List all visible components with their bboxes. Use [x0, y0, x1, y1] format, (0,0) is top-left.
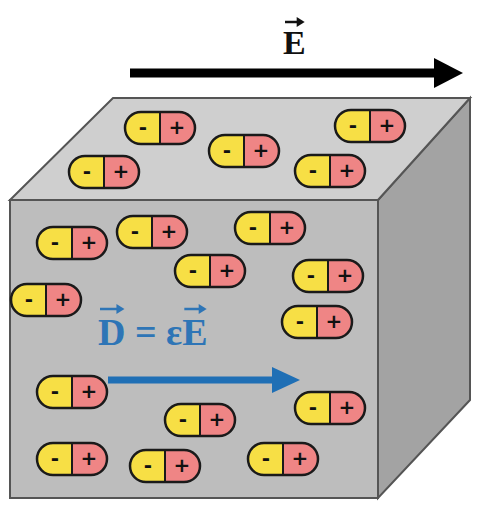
charge-sign: -	[51, 232, 59, 252]
dipole-divider	[243, 135, 245, 167]
dipole-divider	[45, 284, 47, 316]
charge-sign: -	[144, 455, 152, 475]
dipole-divider	[316, 306, 318, 338]
dipole	[282, 306, 352, 338]
dipole-divider	[71, 227, 73, 259]
charge-sign: +	[279, 217, 296, 237]
dipole-divider	[369, 110, 371, 142]
dipole-outline	[11, 284, 81, 316]
charge-sign: +	[161, 221, 178, 241]
dipole	[335, 110, 405, 142]
charge-sign: -	[189, 260, 197, 280]
dipole	[130, 450, 200, 482]
charge-sign: +	[253, 140, 270, 160]
field-arrow	[130, 69, 440, 78]
charge-sign: +	[209, 409, 226, 429]
charge-sign: -	[51, 448, 59, 468]
charge-sign: -	[139, 117, 147, 137]
dipole-divider	[209, 255, 211, 287]
dipole	[117, 216, 187, 248]
dipole-divider	[329, 155, 331, 187]
dipole-divider	[269, 212, 271, 244]
dipole-divider	[327, 260, 329, 292]
dipole-outline	[37, 443, 107, 475]
dipole-outline	[235, 212, 305, 244]
charge-sign: -	[179, 409, 187, 429]
charge-sign: -	[307, 265, 315, 285]
dipole	[125, 112, 195, 144]
dipole-outline	[37, 376, 107, 408]
dipole-divider	[159, 112, 161, 144]
charge-sign: -	[262, 448, 270, 468]
dipole-outline	[295, 392, 365, 424]
displacement-arrow	[108, 377, 276, 384]
field-label: E	[283, 26, 306, 60]
dipole	[37, 376, 107, 408]
charge-sign: -	[349, 115, 357, 135]
charge-sign: +	[174, 455, 191, 475]
charge-sign: +	[219, 260, 236, 280]
charge-sign: +	[81, 232, 98, 252]
dipole	[295, 392, 365, 424]
dipole-divider	[199, 404, 201, 436]
dipole-outline	[165, 404, 235, 436]
equation-label: D = εE	[98, 313, 208, 351]
dipole	[209, 135, 279, 167]
dipole-divider	[164, 450, 166, 482]
charge-sign: +	[113, 161, 130, 181]
dipole-divider	[103, 156, 105, 188]
charge-sign: +	[55, 289, 72, 309]
dipole-outline	[37, 227, 107, 259]
charge-sign: -	[296, 311, 304, 331]
dipole	[11, 284, 81, 316]
dipole	[248, 443, 318, 475]
dipole-divider	[71, 376, 73, 408]
dipole-outline	[293, 260, 363, 292]
dipole	[69, 156, 139, 188]
dipole	[295, 155, 365, 187]
dipole	[165, 404, 235, 436]
dipole-divider	[282, 443, 284, 475]
charge-sign: -	[25, 289, 33, 309]
dipole	[293, 260, 363, 292]
charge-sign: +	[339, 160, 356, 180]
charge-sign: +	[292, 448, 309, 468]
charge-sign: +	[169, 117, 186, 137]
dipole-outline	[130, 450, 200, 482]
cube-front-face	[10, 200, 378, 498]
dipole-outline	[175, 255, 245, 287]
charge-sign: +	[339, 397, 356, 417]
dipole-outline	[125, 112, 195, 144]
charge-sign: +	[337, 265, 354, 285]
charge-sign: +	[326, 311, 343, 331]
dipole-outline	[69, 156, 139, 188]
displacement-arrow-head	[272, 367, 300, 393]
dipole-outline	[248, 443, 318, 475]
charge-sign: -	[309, 160, 317, 180]
dipole-outline	[117, 216, 187, 248]
dipole	[37, 443, 107, 475]
dipole-outline	[295, 155, 365, 187]
dipole-divider	[151, 216, 153, 248]
charge-sign: -	[249, 217, 257, 237]
dipole-divider	[71, 443, 73, 475]
charge-sign: +	[81, 448, 98, 468]
dipole-outline	[209, 135, 279, 167]
charge-sign: +	[379, 115, 396, 135]
charge-sign: -	[223, 140, 231, 160]
charge-sign: -	[83, 161, 91, 181]
field-arrow-head	[434, 58, 463, 88]
dipole-divider	[329, 392, 331, 424]
charge-sign: -	[131, 221, 139, 241]
dipole	[175, 255, 245, 287]
cube-top-face	[10, 98, 470, 200]
dipole	[37, 227, 107, 259]
dipole	[235, 212, 305, 244]
charge-sign: -	[51, 381, 59, 401]
dipole-outline	[282, 306, 352, 338]
charge-sign: -	[309, 397, 317, 417]
charge-sign: +	[81, 381, 98, 401]
dipole-outline	[335, 110, 405, 142]
